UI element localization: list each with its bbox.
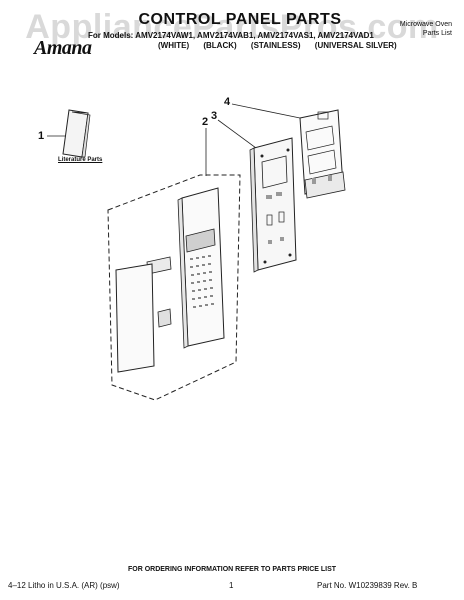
litho-info: 4–12 Litho in U.S.A. (AR) (psw) bbox=[8, 581, 120, 590]
product-line-1: Microwave Oven bbox=[399, 21, 452, 28]
color-white: (WHITE) bbox=[158, 41, 190, 50]
page-title: CONTROL PANEL PARTS bbox=[138, 11, 342, 28]
ordering-note: FOR ORDERING INFORMATION REFER TO PARTS … bbox=[127, 566, 337, 573]
control-panel-front bbox=[177, 187, 225, 349]
product-line-2: Parts List bbox=[422, 30, 452, 37]
assembly-outline bbox=[107, 174, 241, 401]
callout-2: 2 bbox=[202, 116, 209, 128]
control-panel-housing bbox=[249, 137, 297, 273]
watermark: AppliancePartsPros.com bbox=[25, 8, 439, 46]
door-plate bbox=[115, 263, 155, 373]
leader-line-4 bbox=[231, 103, 301, 119]
model-numbers: For Models: AMV2174VAW1, AMV2174VAB1, AM… bbox=[88, 31, 374, 40]
literature-booklet bbox=[62, 109, 91, 158]
small-clip bbox=[157, 308, 172, 328]
color-universal-silver: (UNIVERSAL SILVER) bbox=[314, 41, 397, 50]
color-stainless: (STAINLESS) bbox=[250, 41, 301, 50]
callout-3: 3 bbox=[211, 110, 218, 122]
page-number: 1 bbox=[229, 581, 234, 590]
part-number: Part No. W10239839 Rev. B bbox=[317, 581, 418, 590]
product-info: Microwave Oven Parts List bbox=[372, 20, 452, 38]
callout-4: 4 bbox=[224, 96, 231, 108]
literature-label: Literature Parts bbox=[58, 157, 103, 163]
callout-1: 1 bbox=[38, 130, 45, 142]
brand-logo: Amana bbox=[34, 37, 92, 59]
color-black: (BLACK) bbox=[203, 41, 237, 50]
control-panel-bracket bbox=[299, 109, 346, 199]
leader-line-3 bbox=[217, 119, 257, 149]
color-list: (WHITE) (BLACK) (STAINLESS) (UNIVERSAL S… bbox=[158, 41, 418, 50]
